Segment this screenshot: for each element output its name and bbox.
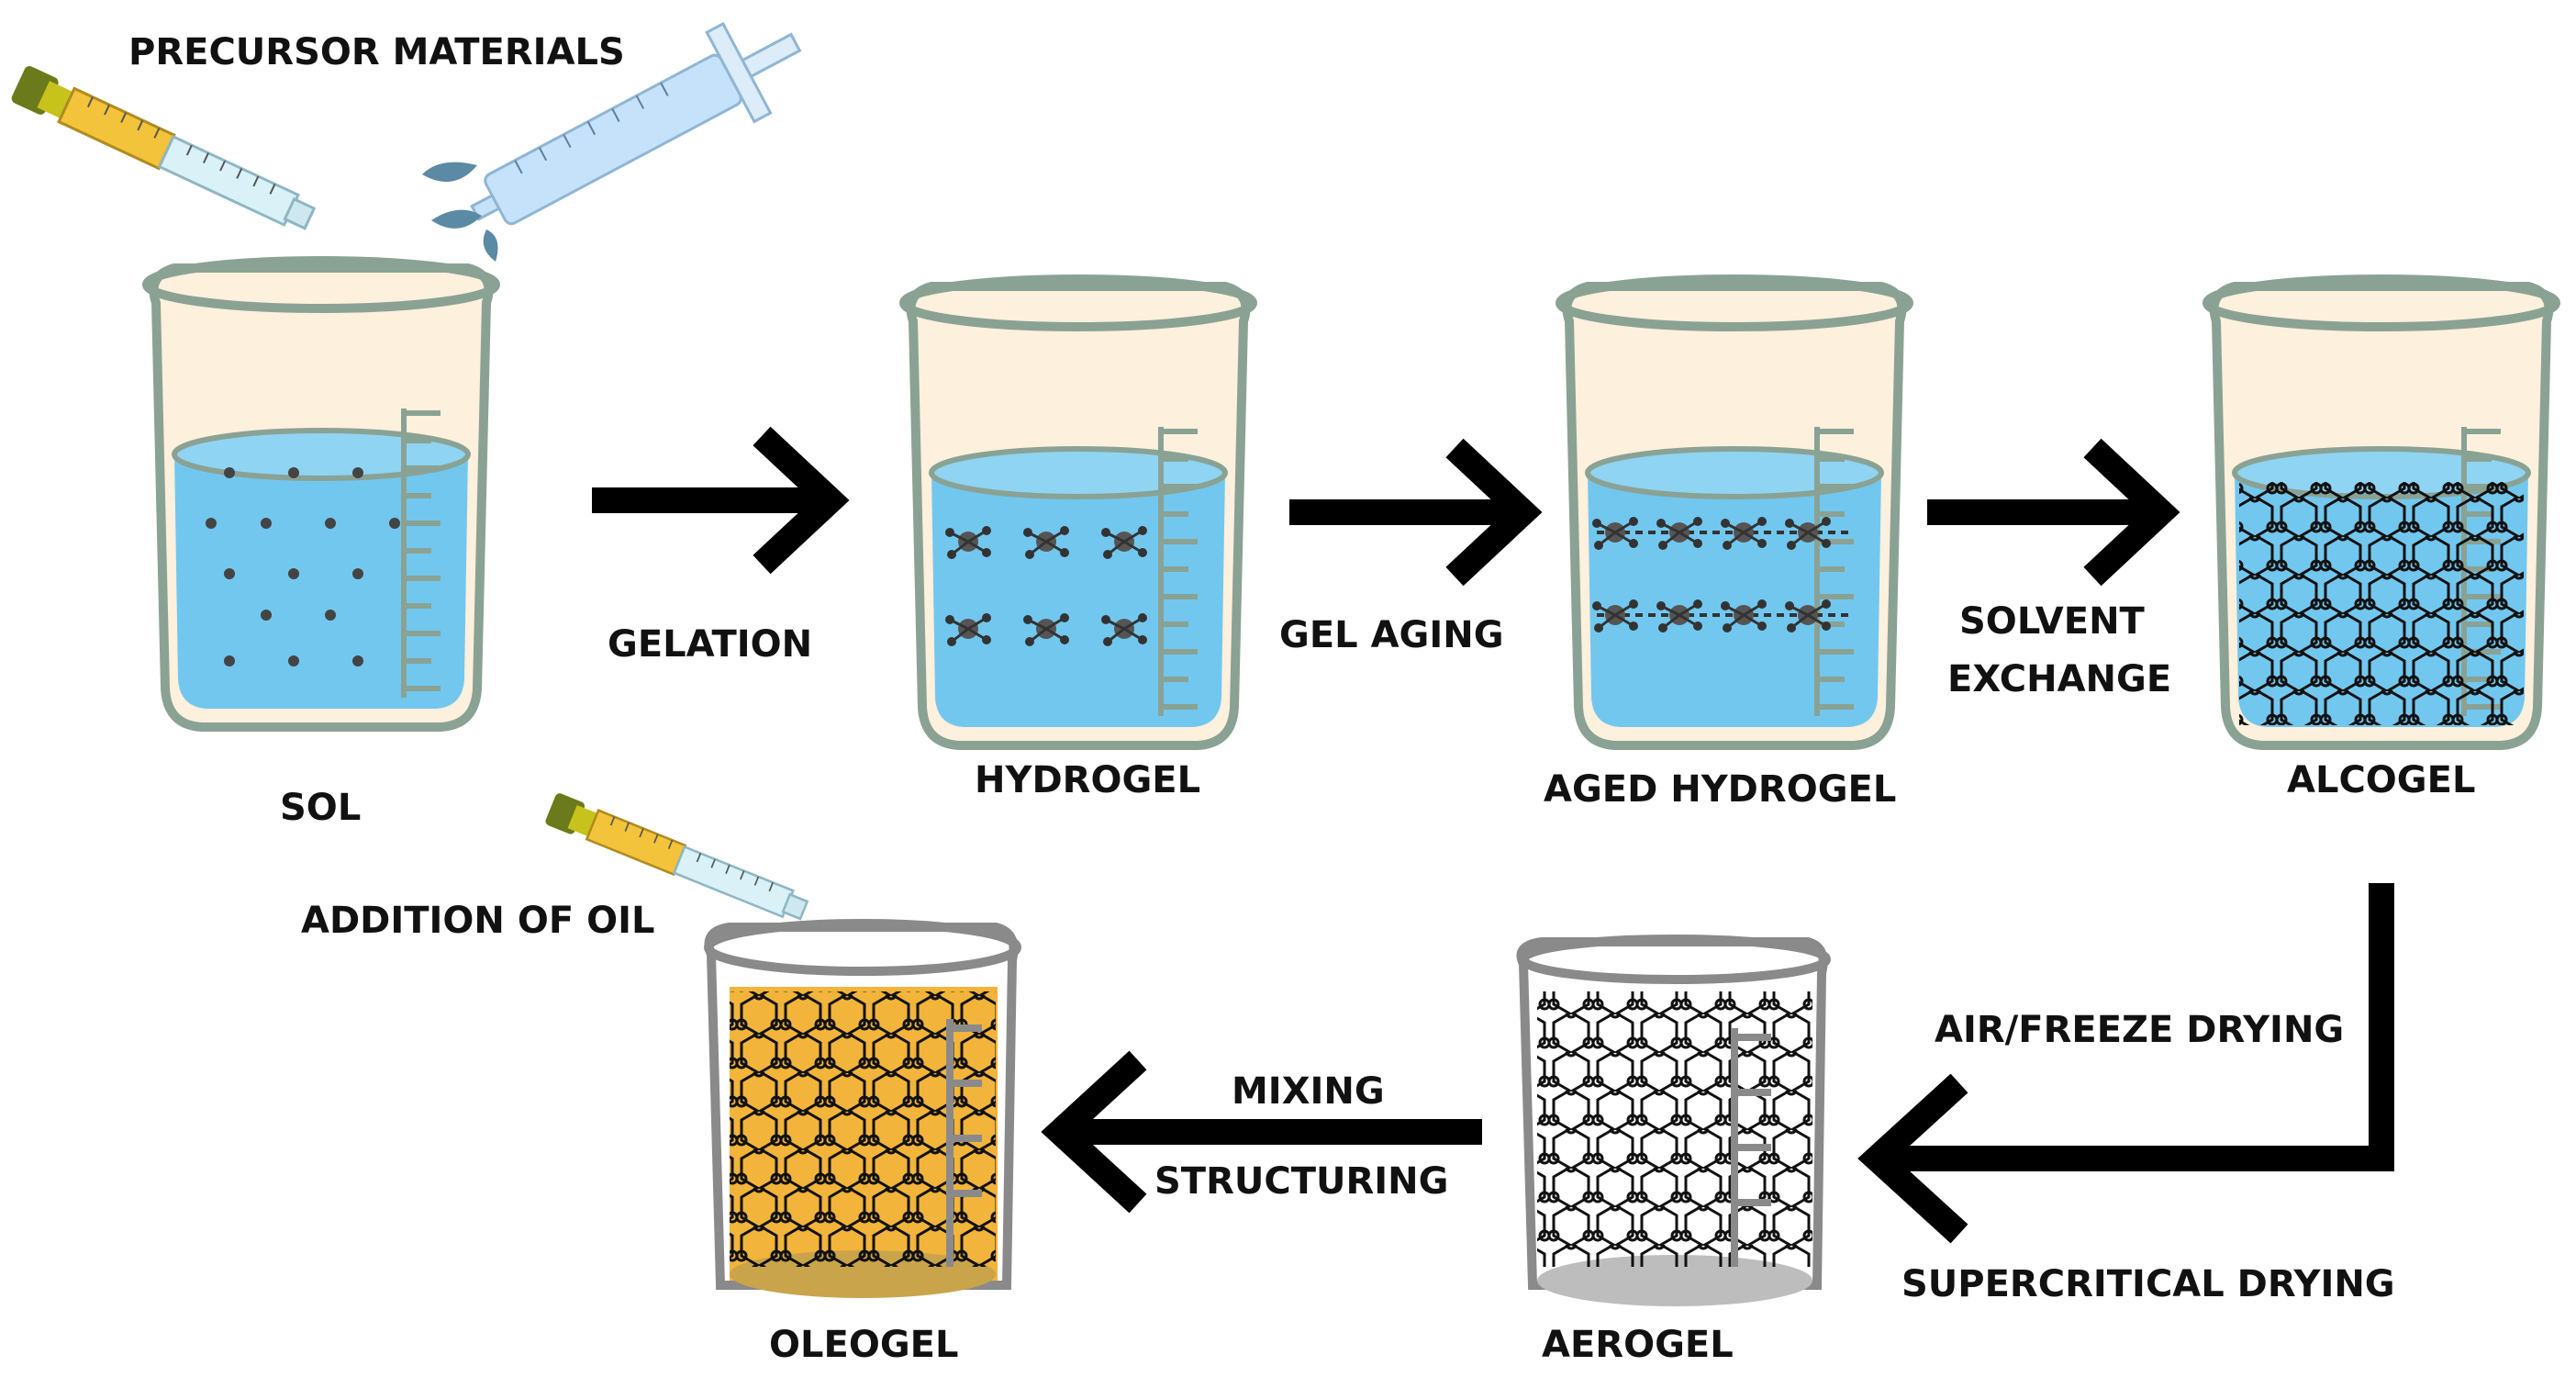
- step-supercritical-drying: SUPERCRITICAL DRYING: [1901, 1263, 2395, 1305]
- oleogel-label: OLEOGEL: [769, 1324, 958, 1366]
- addition-of-oil-label: ADDITION OF OIL: [301, 900, 654, 942]
- aged-hydrogel-label: AGED HYDROGEL: [1544, 768, 1896, 811]
- step-gel-aging: GEL AGING: [1279, 614, 1504, 656]
- step-structuring: STRUCTURING: [1154, 1160, 1449, 1203]
- arrow-left-icon: [1857, 883, 2394, 1244]
- aerogel-label: AEROGEL: [1542, 1324, 1734, 1366]
- liquid-drops-icon: [422, 162, 498, 262]
- arrow-left-icon: [1041, 1050, 1482, 1214]
- syringe-blue-icon: [470, 21, 802, 226]
- syringe-yellow-icon: [8, 62, 320, 239]
- beaker-hydrogel: [904, 279, 1253, 745]
- step-air-freeze-drying: AIR/FREEZE DRYING: [1935, 1009, 2344, 1051]
- step-solvent-2: EXCHANGE: [1947, 658, 2171, 700]
- step-solvent-1: SOLVENT: [1959, 600, 2146, 643]
- arrow-right-icon: [592, 426, 850, 575]
- beaker-oleogel: [704, 919, 1021, 1298]
- arrow-right-icon: [1927, 438, 2180, 587]
- beaker-aerogel: [1516, 935, 1831, 1306]
- precursor-label: PRECURSOR MATERIALS: [128, 31, 625, 73]
- beaker-sol: [147, 261, 496, 727]
- step-mixing: MIXING: [1232, 1070, 1385, 1113]
- alcogel-label: ALCOGEL: [2287, 759, 2475, 801]
- beaker-aged-hydrogel: [1560, 279, 1909, 745]
- hydrogel-label: HYDROGEL: [975, 759, 1200, 801]
- beaker-alcogel: [2207, 279, 2556, 745]
- sol-label: SOL: [280, 787, 361, 829]
- step-gelation: GELATION: [608, 623, 812, 666]
- arrow-right-icon: [1289, 438, 1543, 587]
